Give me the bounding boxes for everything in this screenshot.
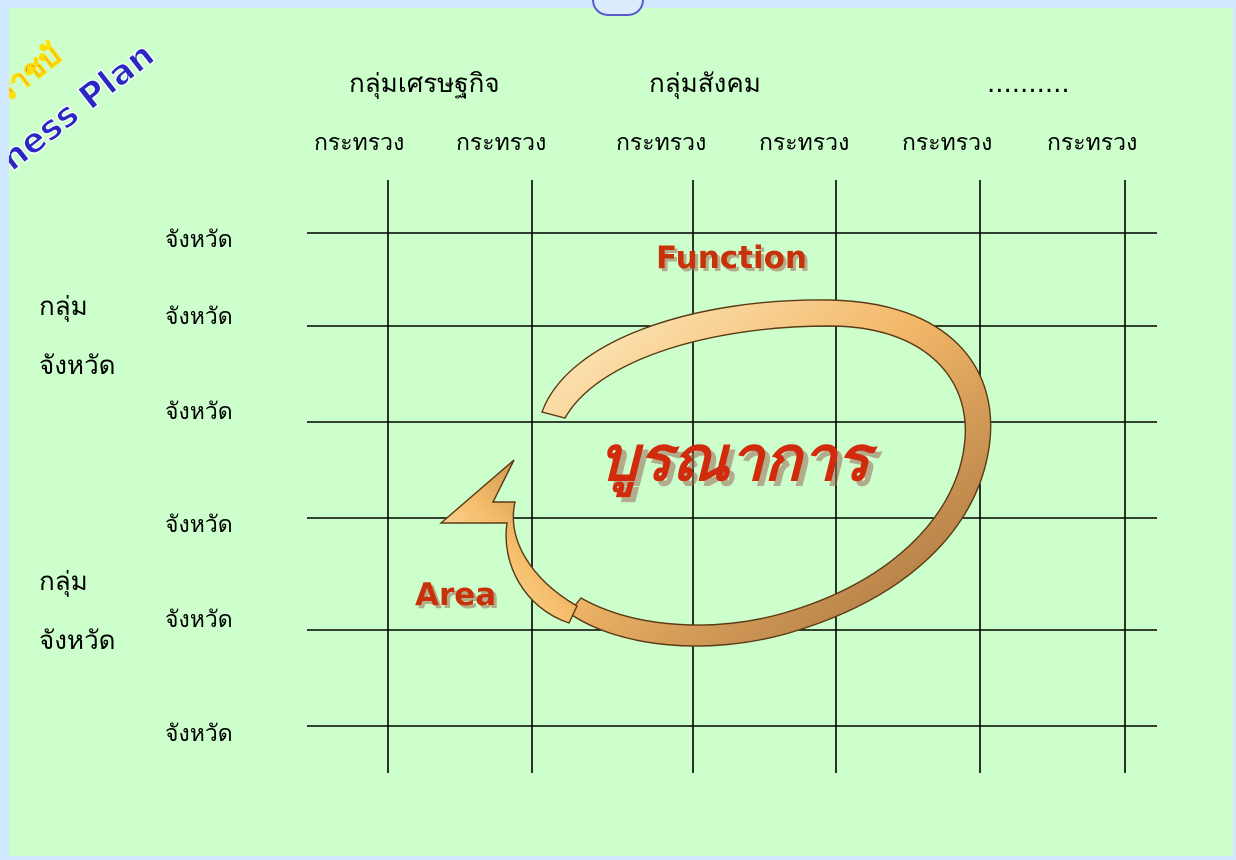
function-label-shadow: Function bbox=[659, 243, 810, 279]
group-economic-label: กลุ่มเศรษฐกิจ bbox=[349, 69, 500, 99]
ministry-label-2: กระทรวง bbox=[456, 130, 546, 156]
province-label-3: จังหวัด bbox=[165, 399, 233, 425]
area-label: Area bbox=[415, 577, 496, 613]
cluster-1-line1: กลุ่ม bbox=[39, 292, 88, 322]
ministry-label-1: กระทรวง bbox=[314, 130, 404, 156]
integration-diagram: กลุ่มเศรษฐกิจ กลุ่มสังคม .......... กระท… bbox=[9, 34, 1157, 773]
area-label-shadow: Area bbox=[418, 580, 499, 616]
province-label-6: จังหวัด bbox=[165, 721, 233, 747]
ministry-label-6: กระทรวง bbox=[1047, 130, 1137, 156]
slide-canvas: กลุ่มเศรษฐกิจ กลุ่มสังคม .......... กระท… bbox=[9, 8, 1233, 856]
cluster-2-line1: กลุ่ม bbox=[39, 567, 88, 597]
corner-ribbon: ติราชบั ness Plan bbox=[9, 34, 163, 180]
integration-label-shadow: บูรณาการ bbox=[604, 427, 883, 503]
cluster-2-line2: จังหวัด bbox=[39, 626, 116, 656]
group-more-label: .......... bbox=[987, 69, 1070, 99]
function-label: Function bbox=[656, 240, 807, 276]
integration-label: บูรณาการ bbox=[599, 422, 878, 498]
circular-arrow-icon bbox=[439, 299, 992, 647]
ministry-label-4: กระทรวง bbox=[759, 130, 849, 156]
top-tab-notch bbox=[592, 0, 644, 16]
ministry-label-3: กระทรวง bbox=[616, 130, 706, 156]
cluster-1-line2: จังหวัด bbox=[39, 351, 116, 381]
province-label-4: จังหวัด bbox=[165, 512, 233, 538]
province-label-5: จังหวัด bbox=[165, 607, 233, 633]
ministry-label-5: กระทรวง bbox=[902, 130, 992, 156]
group-social-label: กลุ่มสังคม bbox=[649, 69, 761, 99]
province-label-1: จังหวัด bbox=[165, 227, 233, 253]
province-label-2: จังหวัด bbox=[165, 304, 233, 330]
grid-rows bbox=[307, 232, 1157, 727]
